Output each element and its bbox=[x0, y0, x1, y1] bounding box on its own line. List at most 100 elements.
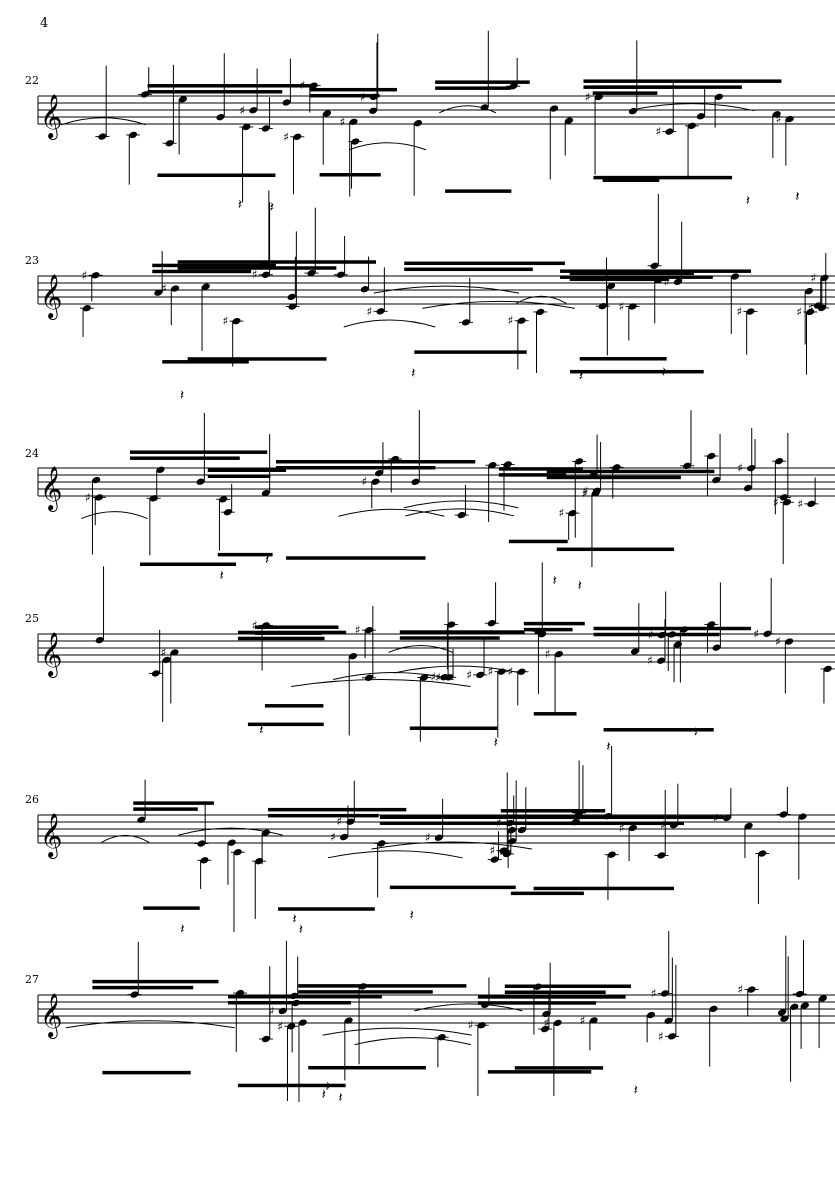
notehead bbox=[507, 827, 517, 834]
beam bbox=[147, 84, 316, 88]
slur bbox=[388, 645, 454, 653]
measure-number: 23 bbox=[25, 254, 39, 267]
sharp-accidental: ♯ bbox=[277, 1019, 283, 1033]
beam bbox=[603, 728, 714, 732]
beam bbox=[147, 90, 283, 94]
notehead bbox=[289, 992, 298, 1000]
spacer bbox=[0, 0, 429, 468]
slur bbox=[322, 1027, 472, 1036]
slur bbox=[291, 679, 471, 688]
sharp-accidental: ♯ bbox=[336, 815, 342, 829]
slur bbox=[101, 834, 150, 843]
beam bbox=[533, 886, 674, 891]
sharp-accidental: ♯ bbox=[330, 830, 336, 844]
spacer bbox=[0, 0, 637, 815]
beam bbox=[556, 547, 675, 552]
notehead bbox=[517, 826, 527, 834]
notehead bbox=[607, 282, 616, 290]
slur bbox=[348, 142, 427, 151]
beam bbox=[533, 712, 577, 716]
sharp-accidental: ♯ bbox=[736, 305, 742, 319]
sharp-accidental: ♯ bbox=[430, 670, 436, 684]
notehead bbox=[712, 644, 721, 651]
rest: 𝄽 bbox=[299, 922, 303, 938]
sharp-accidental: ♯ bbox=[585, 90, 591, 104]
notehead bbox=[777, 1009, 787, 1016]
beam bbox=[92, 985, 194, 990]
notehead bbox=[553, 1019, 562, 1027]
sharp-accidental: ♯ bbox=[796, 305, 802, 319]
beam bbox=[477, 995, 626, 999]
slur bbox=[178, 827, 283, 836]
sharp-accidental: ♯ bbox=[360, 90, 366, 104]
beam bbox=[298, 984, 467, 988]
notehead bbox=[668, 631, 677, 638]
notehead bbox=[785, 638, 794, 645]
spacer bbox=[0, 0, 216, 276]
sharp-accidental: ♯ bbox=[753, 627, 759, 641]
notehead bbox=[369, 93, 379, 101]
sharp-accidental: ♯ bbox=[252, 618, 258, 632]
sharp-accidental: ♯ bbox=[580, 1013, 586, 1027]
slur bbox=[393, 665, 521, 674]
spacer bbox=[0, 0, 441, 276]
spacer bbox=[0, 0, 242, 815]
slur bbox=[439, 105, 497, 114]
spacer bbox=[0, 0, 443, 815]
beam bbox=[404, 267, 533, 272]
sharp-accidental: ♯ bbox=[269, 1004, 275, 1018]
rest: 𝄽 bbox=[292, 911, 296, 927]
rest: 𝄽 bbox=[326, 1079, 330, 1095]
beam bbox=[546, 475, 681, 480]
rest: 𝄽 bbox=[411, 365, 415, 381]
beam bbox=[435, 80, 530, 84]
sharp-accidental: ♯ bbox=[647, 654, 653, 668]
beam bbox=[414, 350, 527, 354]
beam bbox=[560, 269, 751, 273]
rest: 𝄽 bbox=[270, 200, 274, 216]
beam bbox=[593, 626, 751, 631]
notehead bbox=[603, 813, 612, 820]
notehead bbox=[730, 273, 740, 280]
notehead bbox=[785, 115, 794, 123]
beam bbox=[514, 1066, 604, 1070]
notehead bbox=[654, 277, 663, 284]
rest: 𝄽 bbox=[238, 197, 242, 213]
beam bbox=[445, 189, 512, 193]
notehead bbox=[287, 293, 296, 301]
beam bbox=[143, 906, 200, 910]
slur bbox=[354, 1037, 471, 1046]
notehead bbox=[322, 110, 332, 117]
beam bbox=[592, 91, 658, 95]
slur bbox=[373, 285, 520, 294]
treble-clef: 𝄞 bbox=[40, 466, 62, 512]
measure-number: 27 bbox=[25, 973, 39, 986]
beam bbox=[129, 456, 240, 460]
beam bbox=[227, 994, 382, 999]
notehead bbox=[154, 289, 163, 296]
beam bbox=[276, 459, 476, 464]
sharp-accidental: ♯ bbox=[496, 816, 502, 830]
beam bbox=[237, 1083, 346, 1088]
beam bbox=[162, 360, 249, 364]
sharp-accidental: ♯ bbox=[664, 275, 670, 289]
beam bbox=[152, 269, 252, 274]
slur bbox=[414, 1003, 523, 1012]
sharp-accidental: ♯ bbox=[582, 486, 588, 500]
notehead bbox=[664, 1017, 673, 1024]
notehead bbox=[657, 631, 666, 639]
notehead bbox=[216, 114, 225, 121]
notehead bbox=[170, 649, 179, 656]
sharp-accidental: ♯ bbox=[619, 821, 625, 835]
slur bbox=[422, 300, 575, 309]
sharp-accidental: ♯ bbox=[82, 268, 88, 282]
notehead bbox=[162, 656, 171, 664]
sharp-accidental: ♯ bbox=[808, 301, 814, 315]
notehead bbox=[92, 476, 101, 484]
beam bbox=[477, 1001, 597, 1005]
notehead bbox=[673, 278, 682, 285]
notehead bbox=[170, 285, 180, 292]
beam bbox=[92, 979, 219, 984]
beam bbox=[129, 450, 268, 454]
treble-clef: 𝄞 bbox=[40, 632, 62, 678]
